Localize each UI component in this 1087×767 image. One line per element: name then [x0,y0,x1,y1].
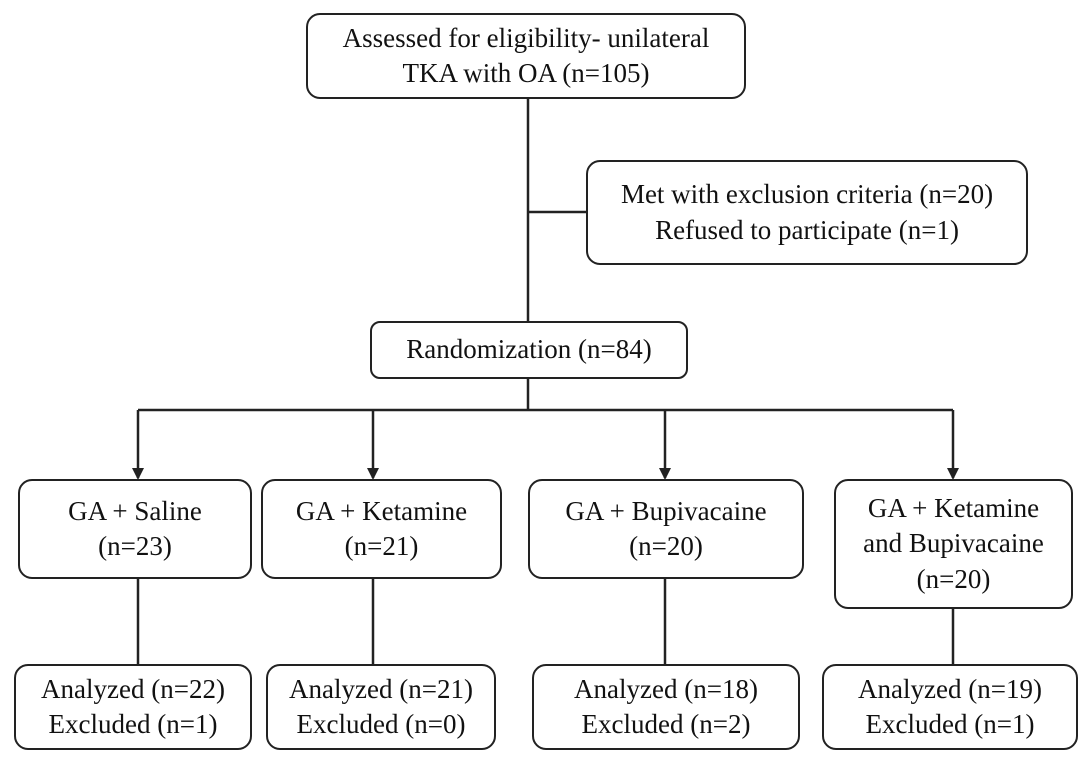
group-label-line2: (n=20) [629,531,703,561]
group-label-line1: GA + Ketamine [867,493,1040,524]
excluded-count: Excluded (n=2) [581,709,751,739]
analyzed-box-saline: Analyzed (n=22) Excluded (n=1) [14,664,252,750]
analyzed-box-ketamine: Analyzed (n=21) Excluded (n=0) [266,664,496,750]
assessed-line1: Assessed for eligibility- unilateral [342,22,710,53]
analyzed-box-ketamine-bupivacaine: Analyzed (n=19) Excluded (n=1) [822,664,1078,750]
randomization-label: Randomization (n=84) [406,334,652,365]
group-label-line2: (n=21) [344,531,419,561]
analyzed-count: Analyzed (n=21) [289,673,473,704]
group-label-line3: (n=20) [916,563,991,594]
excluded-count: Excluded (n=0) [296,709,466,739]
randomization-box: Randomization (n=84) [370,321,688,379]
assessed-line2: TKA with OA (n=105) [402,58,650,88]
group-box-ketamine-bupivacaine: GA + Ketamine and Bupivacaine (n=20) [834,479,1073,609]
exclusion-box: Met with exclusion criteria (n=20) Refus… [586,160,1028,265]
group-box-bupivacaine: GA + Bupivacaine (n=20) [528,479,804,579]
group-box-saline: GA + Saline (n=23) [18,479,252,579]
exclusion-line2: Refused to participate (n=1) [655,214,959,245]
group-label-line2: (n=23) [98,531,172,561]
excluded-count: Excluded (n=1) [48,709,218,739]
analyzed-count: Analyzed (n=22) [41,673,225,704]
group-label-line1: GA + Bupivacaine [565,495,767,526]
assessed-box: Assessed for eligibility- unilateral TKA… [306,13,746,99]
analyzed-count: Analyzed (n=19) [858,673,1042,704]
group-label-line1: GA + Saline [68,495,202,526]
group-label-line2: and Bupivacaine [863,528,1044,559]
group-box-ketamine: GA + Ketamine (n=21) [261,479,502,579]
analyzed-count: Analyzed (n=18) [574,673,758,704]
analyzed-box-bupivacaine: Analyzed (n=18) Excluded (n=2) [532,664,800,750]
excluded-count: Excluded (n=1) [865,709,1035,739]
exclusion-line1: Met with exclusion criteria (n=20) [620,179,994,210]
group-label-line1: GA + Ketamine [295,495,468,526]
